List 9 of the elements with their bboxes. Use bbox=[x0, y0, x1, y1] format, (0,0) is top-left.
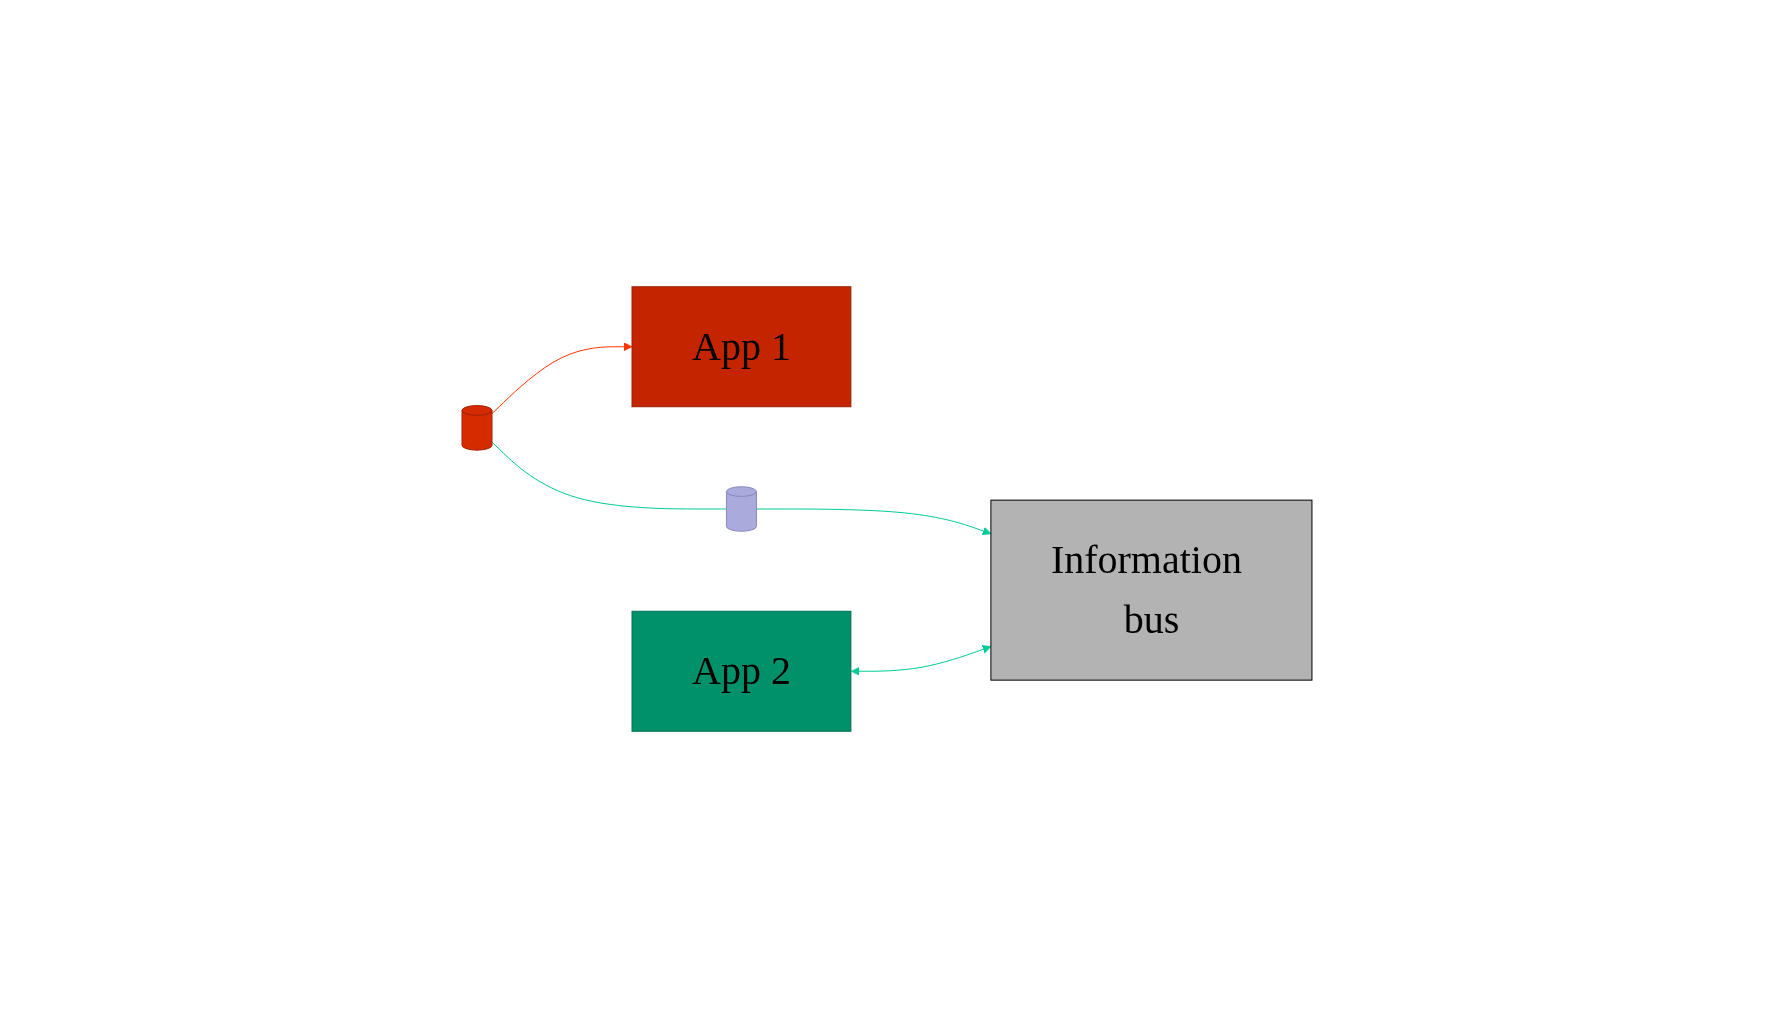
node-cylinder bbox=[725, 485, 757, 532]
node-box: App 1 bbox=[631, 285, 851, 407]
node-cylinder bbox=[461, 404, 492, 451]
arrow bbox=[850, 644, 991, 676]
node-box: App 2 bbox=[631, 610, 851, 732]
node-box: Information bus bbox=[989, 499, 1312, 681]
connector bbox=[491, 441, 727, 509]
arrow bbox=[755, 508, 991, 535]
arrow bbox=[491, 341, 632, 414]
